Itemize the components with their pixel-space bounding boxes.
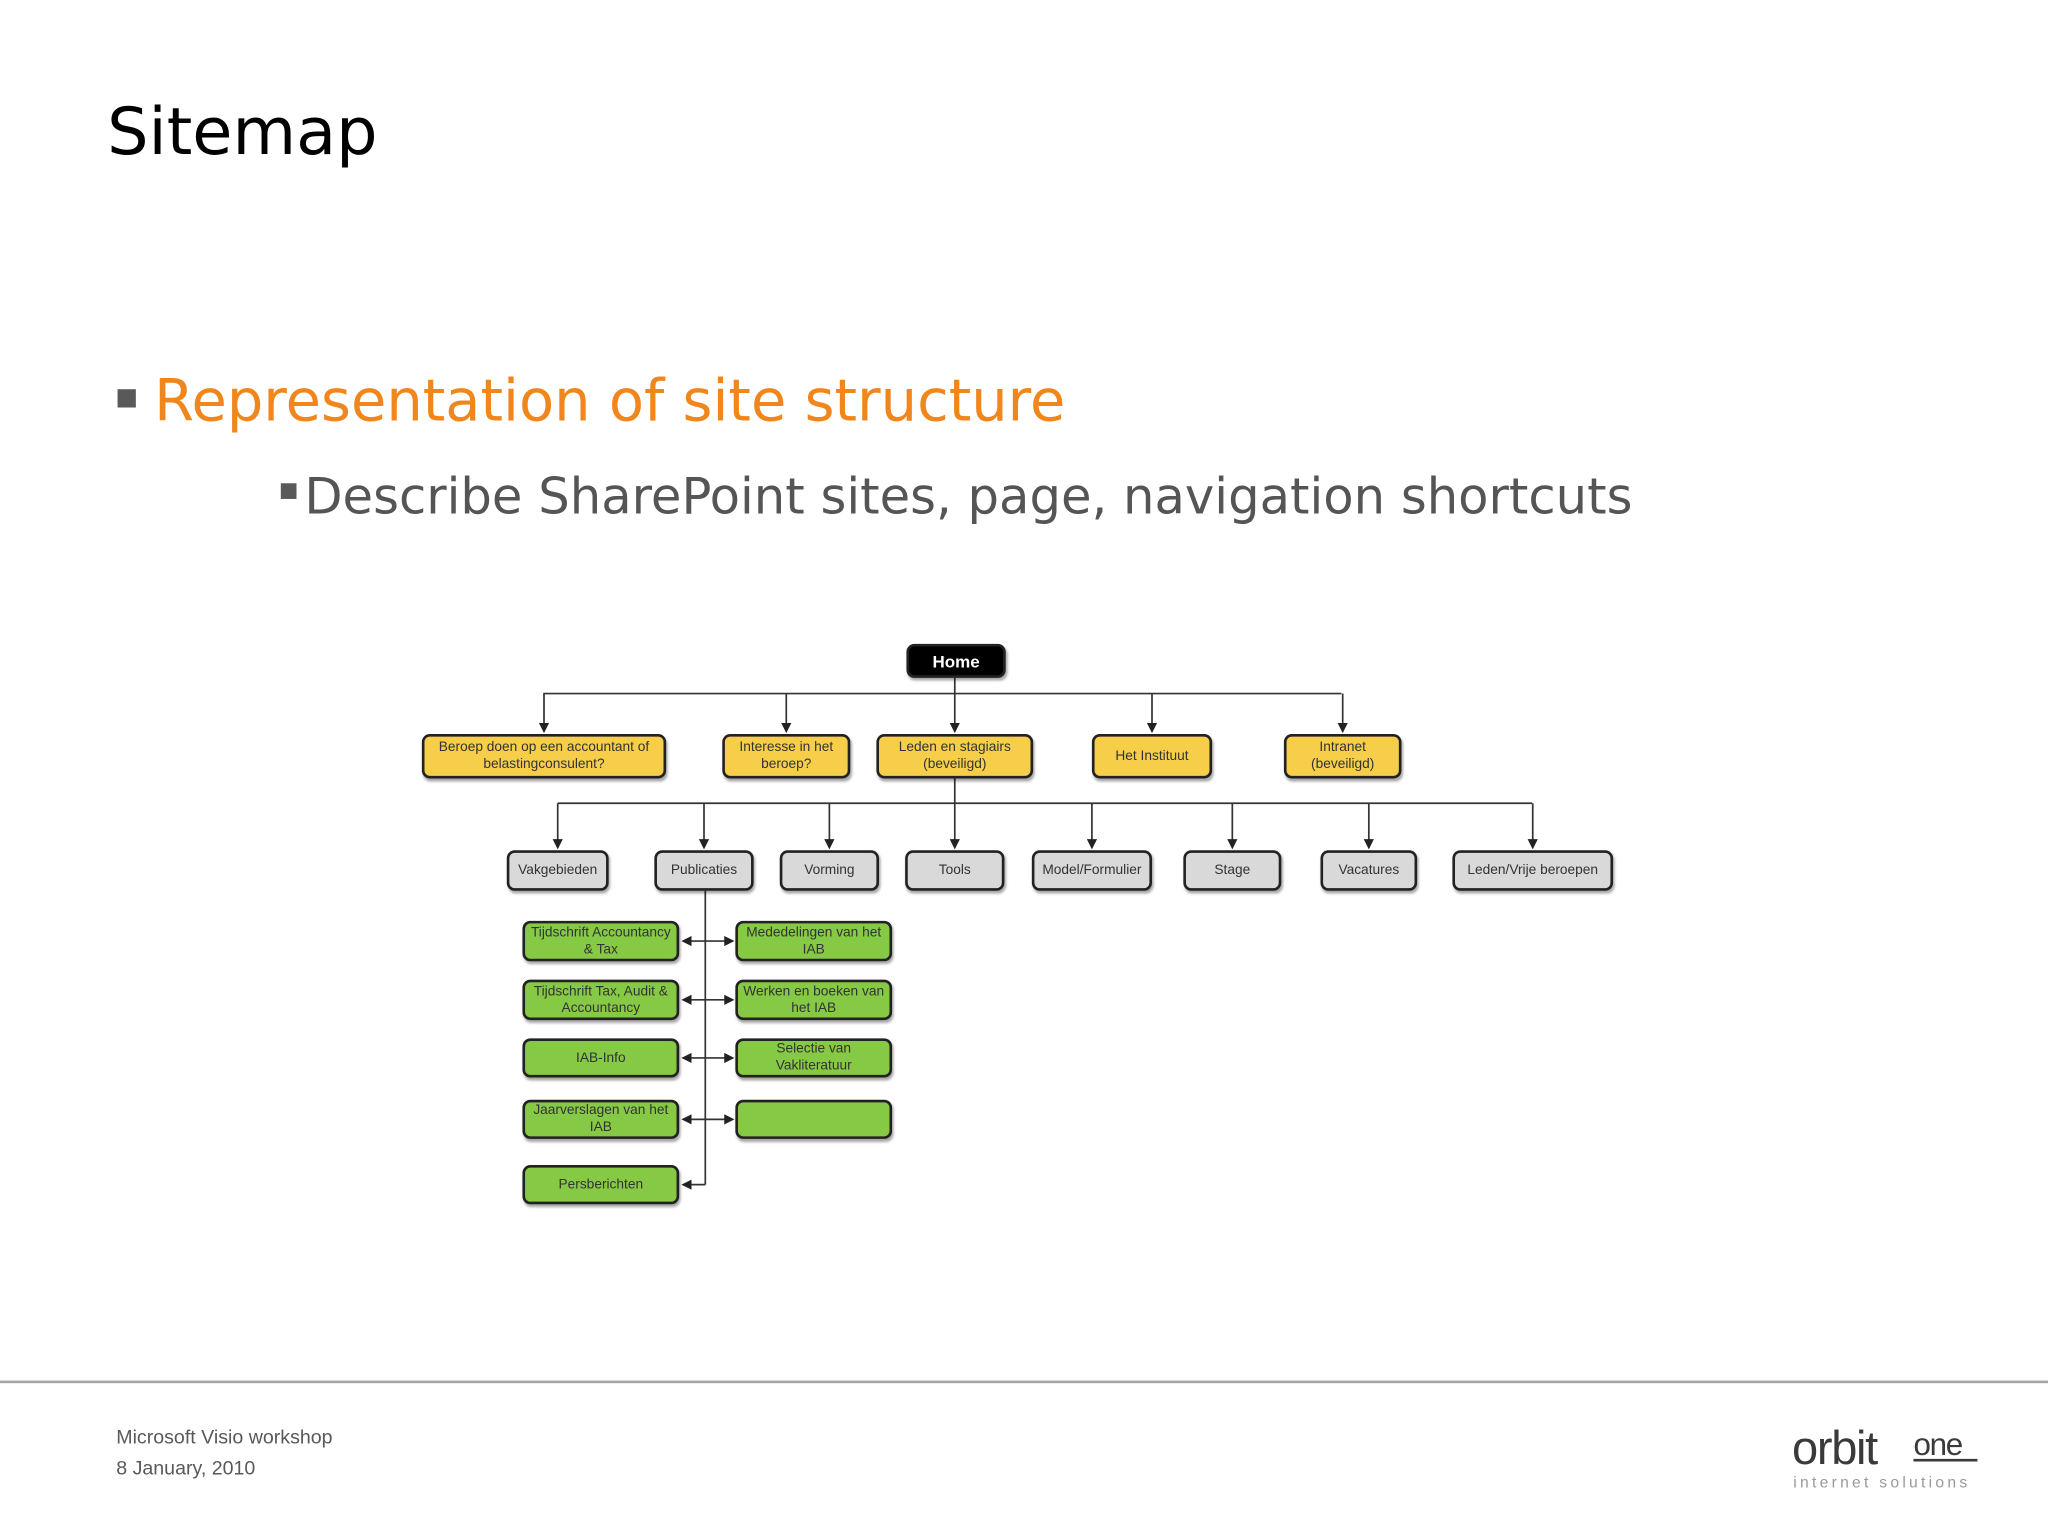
node-publicaties-child: Persberichten: [522, 1165, 680, 1205]
node-level2: Vakgebieden: [506, 850, 609, 891]
svg-text:internet solutions: internet solutions: [1793, 1475, 1970, 1492]
node-publicaties-child: Jaarverslagen van het IAB: [522, 1099, 680, 1139]
node-home: Home: [906, 643, 1006, 678]
footer-divider: [0, 1380, 2048, 1384]
node-level2: Tools: [905, 850, 1005, 891]
node-level1: Leden en stagiairs (beveiligd): [876, 734, 1034, 779]
node-publicaties-child: Selectie van Vakliteratuur: [735, 1038, 893, 1078]
node-level1: Beroep doen op een accountant of belasti…: [421, 734, 667, 779]
node-level2: Vacatures: [1320, 850, 1418, 891]
bullet-level-1: Representation of site structure: [117, 368, 1066, 435]
node-level2: Leden/Vrije beroepen: [1452, 850, 1614, 891]
node-publicaties-child: [735, 1099, 893, 1139]
node-publicaties-child: Werken en boeken van het IAB: [735, 979, 893, 1021]
node-level2: Vorming: [779, 850, 880, 891]
node-level1: Intranet (beveiligd): [1283, 734, 1402, 779]
node-publicaties-child: Mededelingen van het IAB: [735, 920, 893, 962]
orbit-one-logo: orbit one internet solutions: [1792, 1421, 1978, 1492]
svg-text:orbit: orbit: [1792, 1421, 1878, 1474]
svg-text:one: one: [1913, 1427, 1962, 1462]
node-level2: Model/Formulier: [1031, 850, 1152, 891]
node-level1: Interesse in het beroep?: [722, 734, 851, 779]
node-level2: Publicaties: [654, 850, 754, 891]
node-level1: Het Instituut: [1091, 734, 1213, 779]
bullet-square-icon: [280, 483, 297, 499]
bullet-text: Describe SharePoint sites, page, navigat…: [304, 467, 1633, 526]
bullet-text: Representation of site structure: [154, 368, 1066, 435]
node-level2: Stage: [1183, 850, 1282, 891]
node-publicaties-child: Tijdschrift Tax, Audit & Accountancy: [522, 979, 680, 1021]
slide-title: Sitemap: [107, 94, 378, 170]
bullet-level-2: Describe SharePoint sites, page, navigat…: [280, 467, 1633, 526]
node-publicaties-child: Tijdschrift Accountancy & Tax: [522, 920, 680, 962]
footer-date: 8 January, 2010: [116, 1457, 256, 1480]
footer-event: Microsoft Visio workshop: [116, 1426, 333, 1449]
node-publicaties-child: IAB-Info: [522, 1038, 680, 1078]
bullet-square-icon: [117, 389, 136, 408]
